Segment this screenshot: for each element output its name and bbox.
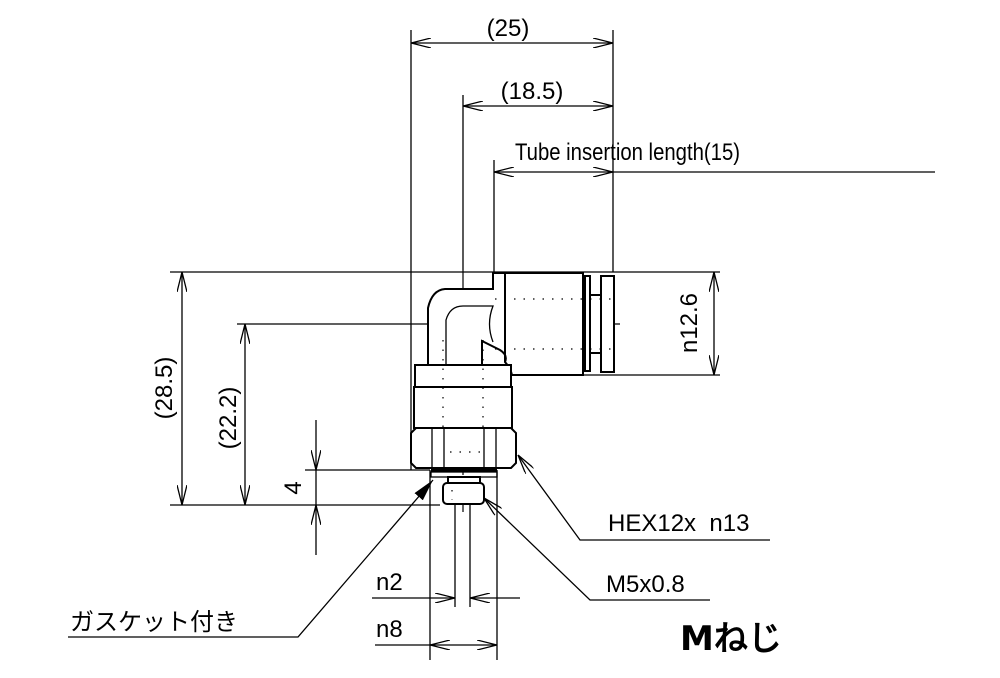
dim-overall-height: (28.5) [151,357,178,420]
leader-lines [68,455,770,638]
dim-inner-diameter: n2 [376,569,403,596]
dim-thread: M5x0.8 [606,571,685,598]
dim-body-diameter: n12.6 [676,293,703,353]
dim-center-height: (22.2) [215,387,242,450]
dim-tube-insertion: Tube insertion length(15) [515,139,740,166]
dim-thread-length: 4 [280,481,307,494]
note-thread-type: Mねじ [680,619,782,659]
note-gasket: ガスケット付き [70,609,238,636]
dim-gasket-diameter: n8 [376,616,403,643]
elbow-fitting [410,272,615,505]
dim-center-to-end: (18.5) [501,78,564,105]
dim-hex: HEX12x n13 [608,510,749,537]
dimension-lines [182,43,935,645]
dim-overall-width: (25) [487,15,530,42]
